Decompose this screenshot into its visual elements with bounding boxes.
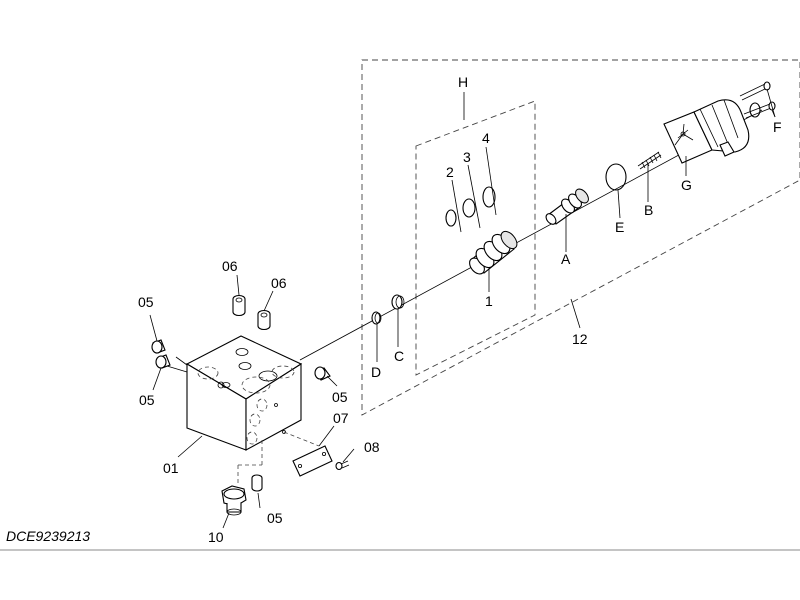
assembly-12-boundary bbox=[361, 59, 800, 416]
label-06-right: 06 bbox=[271, 275, 287, 291]
leader-12 bbox=[570, 298, 581, 329]
label-08: 08 bbox=[364, 439, 380, 455]
o-ring-3 bbox=[462, 198, 476, 218]
o-ring-2 bbox=[445, 209, 457, 227]
label-c: C bbox=[394, 348, 404, 364]
label-10: 10 bbox=[208, 529, 224, 545]
plate-07 bbox=[292, 445, 333, 477]
label-g: G bbox=[681, 177, 692, 193]
o-ring-4 bbox=[482, 186, 496, 208]
label-3: 3 bbox=[463, 149, 471, 165]
valve-block bbox=[185, 335, 303, 451]
leader-f bbox=[766, 88, 776, 118]
solenoid-g bbox=[663, 99, 761, 164]
label-h: H bbox=[458, 74, 468, 90]
label-05-right: 05 bbox=[332, 389, 348, 405]
label-05-bottom: 05 bbox=[267, 510, 283, 526]
screw-08 bbox=[335, 460, 350, 471]
label-b: B bbox=[644, 202, 653, 218]
label-d: D bbox=[371, 364, 381, 380]
plug-05-upper-left bbox=[151, 339, 166, 354]
label-07: 07 bbox=[333, 410, 349, 426]
spring-b bbox=[637, 151, 662, 170]
seal-c bbox=[391, 294, 405, 310]
label-05-lower-left: 05 bbox=[139, 392, 155, 408]
label-a: A bbox=[561, 251, 571, 267]
plug-05-bottom bbox=[251, 474, 263, 492]
plug-05-right bbox=[314, 366, 331, 381]
label-05-upper-left: 05 bbox=[138, 294, 154, 310]
label-12: 12 bbox=[572, 331, 588, 347]
label-1: 1 bbox=[485, 293, 493, 309]
label-06-left: 06 bbox=[222, 258, 238, 274]
cartridge-a bbox=[545, 188, 589, 225]
drawing-code: DCE9239213 bbox=[6, 528, 90, 544]
seal-d bbox=[371, 311, 382, 325]
o-ring-e bbox=[605, 163, 627, 191]
plug-06-left bbox=[232, 294, 246, 317]
label-2: 2 bbox=[446, 164, 454, 180]
leader-e bbox=[617, 189, 621, 219]
kit-h-boundary bbox=[415, 100, 536, 376]
plug-06-right bbox=[257, 309, 271, 331]
label-01: 01 bbox=[163, 460, 179, 476]
cartridge-1 bbox=[469, 230, 518, 275]
label-4: 4 bbox=[482, 130, 490, 146]
fitting-10 bbox=[221, 485, 247, 516]
block-leader-lines bbox=[149, 274, 355, 529]
cartridge-leader-lines bbox=[451, 92, 497, 292]
label-e: E bbox=[615, 219, 624, 235]
label-f: F bbox=[773, 119, 782, 135]
